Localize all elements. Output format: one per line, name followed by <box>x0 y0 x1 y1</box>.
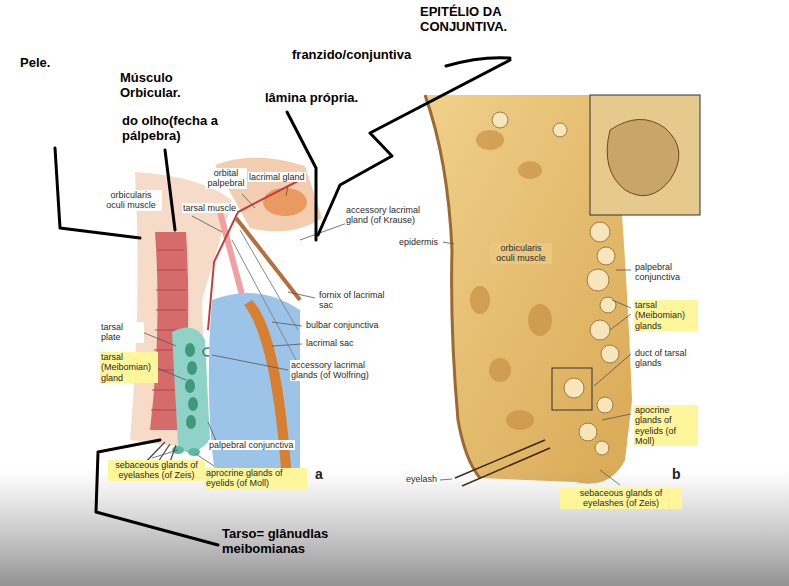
annotation: Pele. <box>20 56 50 71</box>
figure-letter: b <box>672 466 681 482</box>
part-label: palpebral conjunctiva <box>208 440 295 450</box>
part-label: aprocrine glands of eyelids (of Moll) <box>205 468 307 489</box>
part-label: tarsal (Meibomian) gland <box>100 352 158 383</box>
part-label: palpebral conjunctiva <box>634 262 696 283</box>
part-label: accessory lacrimal gland (of Krause) <box>345 205 432 226</box>
annotation: lâmina própria. <box>265 91 358 106</box>
figure-letter: a <box>315 466 323 482</box>
part-label: orbital palpebral <box>205 168 247 189</box>
part-label: sebaceous glands of eyelashes (of Zeis) <box>560 488 682 509</box>
part-label: tarsal plate <box>100 322 144 343</box>
annotation: Músculo Orbicular. <box>120 71 200 101</box>
part-label: duct of tarsal glands <box>634 348 698 369</box>
annotation: Tarso= glânudlas meibomianas <box>222 527 357 557</box>
annotation-lines <box>55 58 510 545</box>
annotation: do olho(fecha a pálpebra) <box>122 114 247 144</box>
part-label: sebaceous glands of eyelashes (of Zeis) <box>108 460 205 481</box>
histology-section <box>425 95 700 486</box>
part-label: eyelash <box>405 474 438 484</box>
part-label: lacrimal sac <box>305 338 355 348</box>
part-label: bulbar conjunctiva <box>305 320 380 330</box>
leader-lines <box>440 242 631 485</box>
part-label: fornix of lacrimal sac <box>318 290 390 311</box>
part-label: accessory lacrimal glands (of Wolfring) <box>290 360 392 381</box>
part-label: orbicularis oculi muscle <box>100 190 162 211</box>
part-label: lacrimal gland <box>248 172 306 182</box>
part-label: tarsal (Meibomian) glands <box>634 300 698 331</box>
annotation: franzido/conjuntiva <box>292 48 411 63</box>
part-label: epidermis <box>398 237 439 247</box>
part-label: orbicularis oculi muscle <box>490 243 552 264</box>
part-label: apocrine glands of eyelids (of Moll) <box>634 405 698 446</box>
annotation: EPITÉLIO DA CONJUNTIVA. <box>420 5 540 35</box>
part-label: tarsal muscle <box>182 203 237 213</box>
